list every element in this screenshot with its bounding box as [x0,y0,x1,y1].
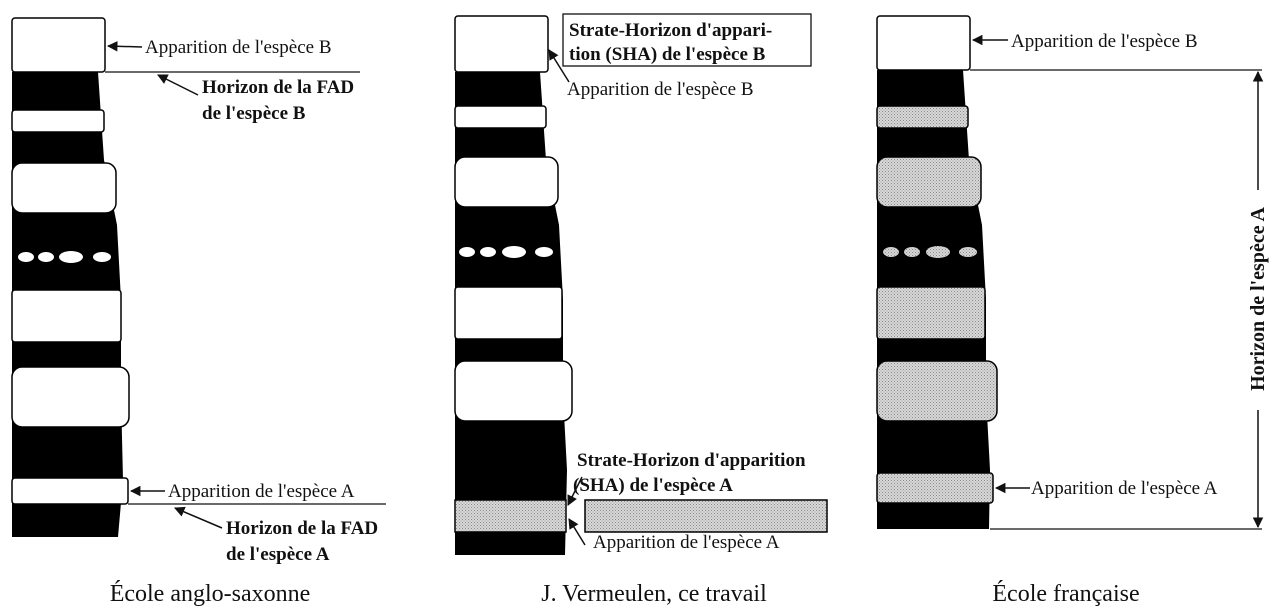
caption-middle: J. Vermeulen, ce travail [541,581,767,607]
label-fad-b: Horizon de la FAD [202,77,354,98]
bed-2 [11,109,105,133]
arrow-apparition-b [106,41,143,52]
nodule-row [883,246,977,258]
label-sha-a-2: (SHA) de l'espèce A [573,475,733,496]
column-french: Apparition de l'espèce B Horizon de l'es… [876,15,1269,607]
caption-left: École anglo-saxonne [110,581,311,607]
bed-4 [454,286,563,340]
label-fad-a-2: de l'espèce A [226,544,330,565]
bed-4 [11,289,122,343]
arrow-fad-b [157,74,199,96]
label-horizon-a: Horizon de l'espèce A [1247,207,1269,391]
bed-2 [876,105,969,129]
bed-6 [876,472,994,504]
label-fad-a: Horizon de la FAD [226,518,378,539]
bed-5 [876,360,998,422]
label-sha-a: Strate-Horizon d'apparition [577,450,806,471]
bed-3 [876,156,982,208]
bed-top [11,17,106,73]
nodule-row [18,251,111,263]
arrow-apparition-a [568,518,586,546]
label-apparition-b: Apparition de l'espèce B [1011,31,1198,52]
label-fad-b-2: de l'espèce B [202,103,306,124]
column-vermeulen: Strate-Horizon d'appari- tion (SHA) de l… [454,13,828,607]
bed-top [454,15,549,73]
bed-3 [11,162,117,214]
bed-2 [454,105,547,129]
bed-4 [876,286,986,340]
arrow-fad-a [174,506,223,529]
bed-top [876,15,971,71]
label-sha-b-2: tion (SHA) de l'espèce B [569,44,766,65]
arrow-sha-a [567,476,583,506]
column-anglo-saxon: Apparition de l'espèce B Horizon de la F… [11,17,386,607]
bed-5 [454,360,573,422]
bed-6 [11,477,129,505]
bed-5 [11,366,130,428]
label-apparition-b: Apparition de l'espèce B [145,37,332,58]
bed-3 [454,156,559,208]
label-apparition-a: Apparition de l'espèce A [168,481,355,502]
caption-right: École française [992,581,1139,607]
sha-bed-a [454,499,567,533]
label-apparition-a: Apparition de l'espèce A [1031,478,1218,499]
sha-b-box [562,13,812,67]
label-apparition-a: Apparition de l'espèce A [593,532,780,553]
sha-bed-a-extension [584,499,828,533]
arrow-apparition-b [548,49,570,83]
nodule-row [459,246,553,258]
label-apparition-b: Apparition de l'espèce B [567,79,754,100]
label-sha-b: Strate-Horizon d'appari- [569,20,772,41]
